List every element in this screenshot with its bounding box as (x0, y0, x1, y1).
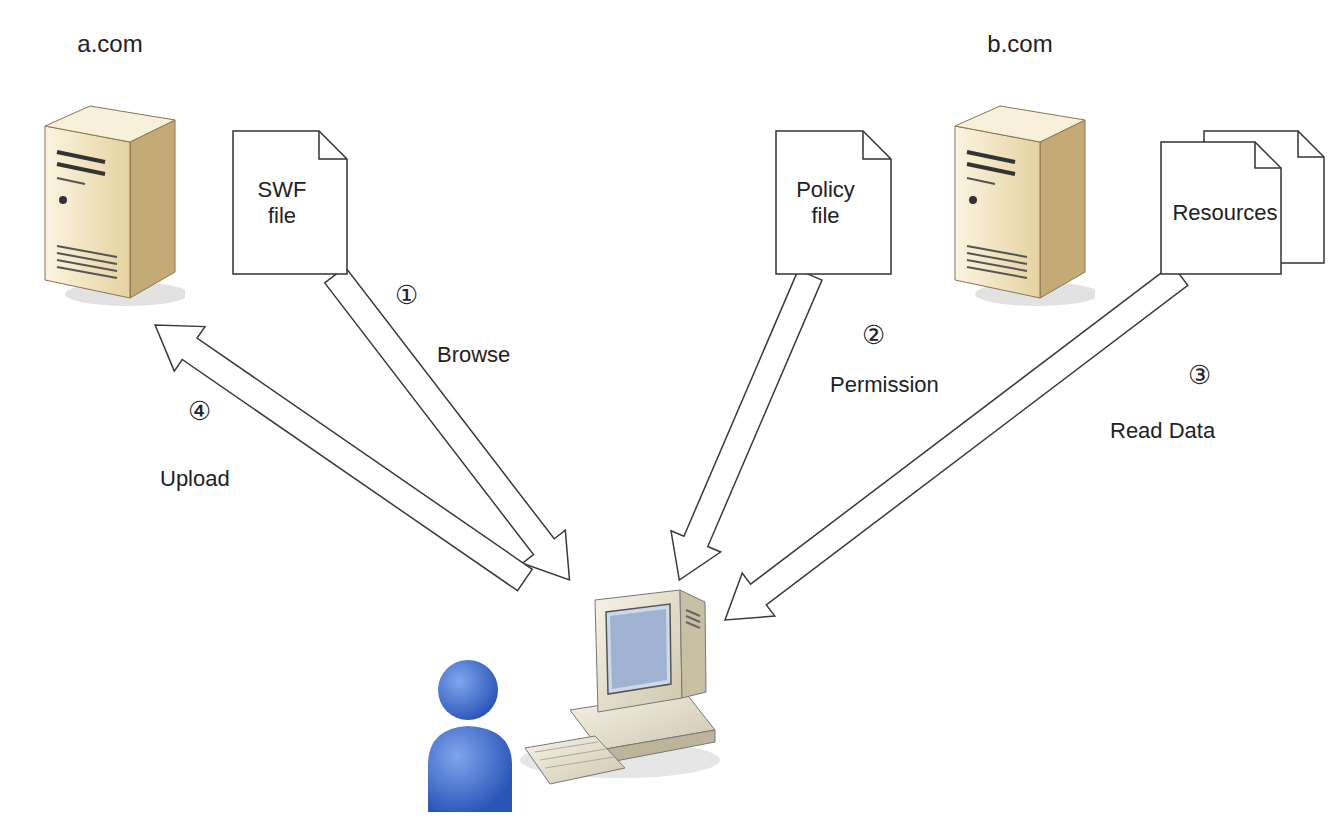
host-name: b.com (935, 30, 1105, 59)
flow-arrow (155, 325, 532, 591)
illustration-line (57, 178, 85, 184)
illustration-path (428, 726, 512, 812)
illustration-polygon (130, 120, 175, 298)
illustration-polygon (600, 730, 715, 764)
illustration-line (967, 267, 1027, 278)
server-node: a.com (25, 30, 195, 325)
step-label: Permission (828, 372, 941, 398)
step-label: Read Data (1108, 418, 1217, 444)
illustration-line (545, 757, 614, 768)
illustration-svg (420, 580, 725, 815)
illustration-polygon (955, 106, 1085, 142)
illustration-line (967, 178, 995, 184)
callout-number: ④ (186, 396, 213, 427)
step-label: Upload (158, 466, 232, 492)
step-label: Browse (435, 342, 512, 368)
illustration-path (776, 131, 891, 274)
illustration-line (540, 749, 606, 760)
illustration-polygon (610, 609, 667, 689)
illustration-line (686, 616, 700, 622)
illustration-circle (438, 660, 498, 720)
illustration-path (1255, 142, 1281, 168)
illustration-path (1298, 131, 1324, 157)
callout-number: ① (393, 280, 420, 311)
file-label: Policy file (775, 176, 892, 229)
illustration-line (535, 742, 598, 752)
illustration-polygon (955, 126, 1040, 298)
node-shape (25, 30, 195, 325)
illustration-polygon (45, 106, 175, 142)
file-node: SWF file (232, 130, 348, 275)
file-node: Policy file (775, 130, 892, 275)
illustration-line (57, 267, 117, 278)
callout-number: ③ (1186, 360, 1213, 391)
illustration-polygon (525, 736, 625, 784)
illustration-polygon (1040, 120, 1085, 298)
illustration-line (57, 164, 105, 174)
file-label: Resources (1160, 199, 1290, 225)
node-shape (935, 30, 1105, 325)
illustration-path (233, 131, 347, 274)
illustration-polygon (45, 126, 130, 298)
illustration-polygon (680, 590, 706, 698)
user-computer (420, 580, 725, 815)
host-name: a.com (25, 30, 195, 59)
illustration-line (57, 152, 105, 162)
server-node: b.com (935, 30, 1105, 325)
illustration-polygon (606, 604, 671, 694)
illustration-line (967, 152, 1015, 162)
illustration-path (863, 131, 891, 159)
file-node: Resources (1160, 130, 1326, 275)
illustration-path (319, 131, 347, 159)
illustration-line (686, 622, 700, 628)
node-shape (420, 580, 725, 815)
flow-arrow (671, 270, 822, 580)
illustration-line (686, 610, 700, 616)
illustration-svg (35, 100, 185, 310)
illustration-svg (945, 100, 1095, 310)
illustration-polygon (595, 590, 682, 712)
illustration-circle (59, 196, 67, 204)
callout-number: ② (860, 320, 887, 351)
illustration-circle (969, 196, 977, 204)
file-label: SWF file (232, 176, 348, 229)
illustration-line (967, 164, 1015, 174)
